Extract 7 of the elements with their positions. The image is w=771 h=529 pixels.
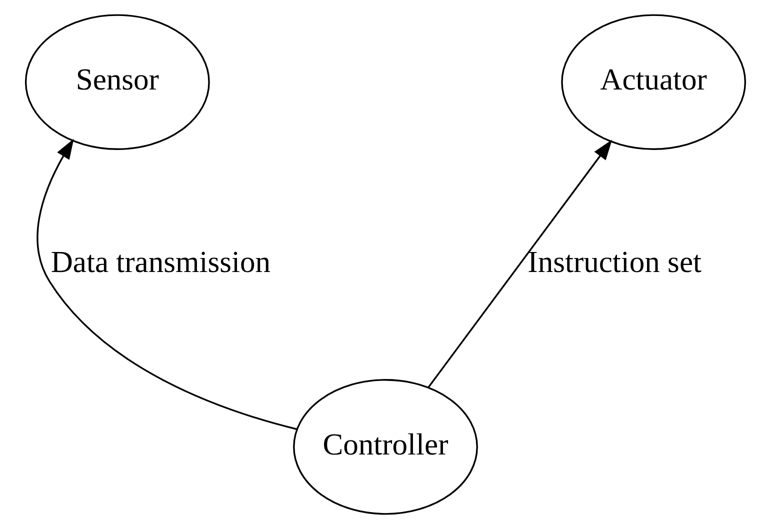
node-ellipse: Sensor xyxy=(24,14,210,150)
node-ellipse: Actuator xyxy=(561,14,746,150)
node-ellipse: Controller xyxy=(293,379,478,515)
arrow xyxy=(36,138,298,430)
edge-label: Data transmission xyxy=(50,244,270,279)
edge-label: Instruction set xyxy=(528,244,702,279)
arrow xyxy=(428,140,612,388)
